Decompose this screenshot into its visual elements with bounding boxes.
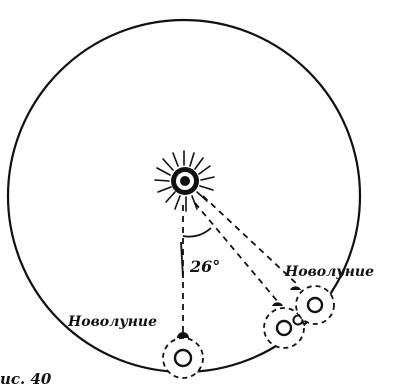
sun-icon — [155, 151, 214, 211]
angle-arc — [183, 228, 211, 237]
angle-tick — [181, 242, 183, 278]
new-moon-label-left: Новолуние — [67, 314, 157, 330]
sun-earth-line-2 — [195, 203, 278, 302]
figure-caption: ис. 40 — [0, 370, 52, 387]
earth-position-1 — [163, 332, 203, 378]
angle-label: 26° — [189, 257, 220, 276]
new-moon-label-right: Новолуние — [284, 264, 374, 280]
